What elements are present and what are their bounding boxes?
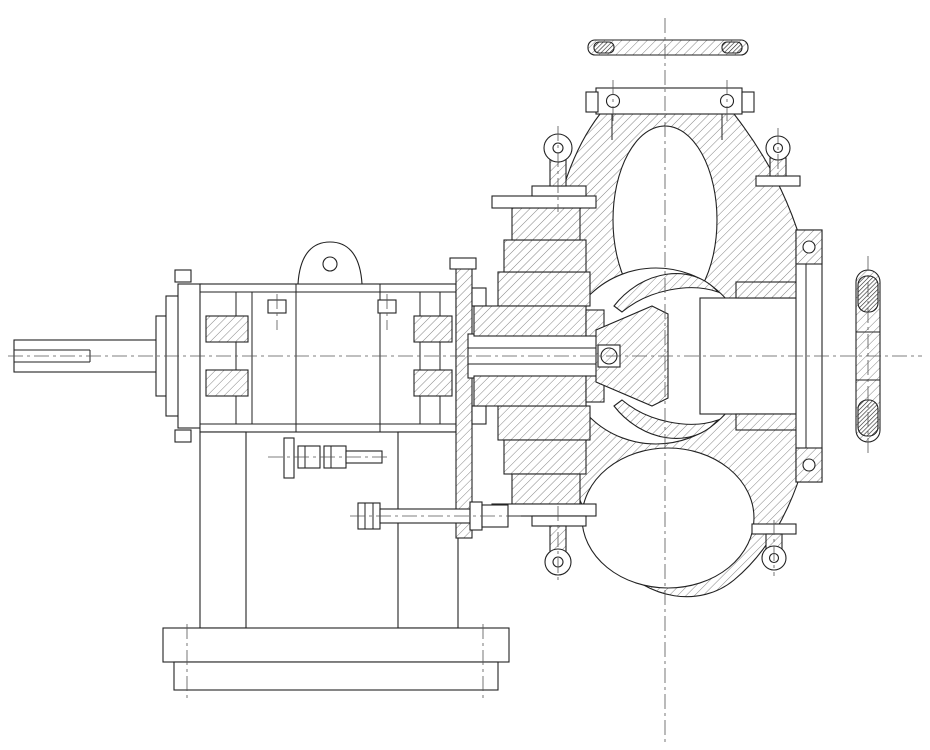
bearing-right-lower [413,369,453,397]
sleeve-shaft-lines [468,347,598,365]
suction-wall-lower [735,413,799,431]
bearing-right-upper [413,315,453,343]
gasket-body [587,39,749,56]
pedestal-base [162,627,510,691]
stuffing-box [467,305,605,407]
frame-plate-boss-top [471,287,487,307]
suction-flange-hub-bottom [795,447,823,483]
bearing-left-lower [205,369,249,397]
base-upper-plate [162,627,510,663]
seal-ring-lower-1 [497,405,591,441]
bearing-left-upper [205,315,249,343]
discharge-flange-end-left [585,91,599,113]
impeller-vane-upper [613,273,720,313]
frame-plate-bolt [449,257,477,270]
discharge-flange [585,87,755,115]
foot-bolt-centerlines [186,624,484,702]
clamp-base [755,175,801,187]
eyebolt-base [531,185,587,197]
adjusting-bracket [283,437,295,479]
gasket-end-right [721,41,743,54]
frame-body [199,283,457,433]
base-lower-plate [173,661,499,691]
centerlines [8,18,922,742]
frame-bolt-centerlines [276,294,388,330]
eyebolt-base [531,515,587,527]
lifting-lug-hole [322,256,338,272]
seal-ring-lower-2 [503,439,587,475]
discharge-neck-lines [611,114,723,140]
frame-plate-boss-bottom [471,405,487,425]
lower-volute-channel [581,447,755,589]
discharge-flange-end-right [741,91,755,113]
seal-ring-lower-3 [511,473,581,505]
impeller-vane-lower [613,399,720,439]
gland-plate-top [491,195,597,209]
seal-ring-upper-2 [503,239,587,273]
frame-inner-horizontals [200,291,456,425]
discharge-gasket [587,39,749,56]
packing-upper [473,305,587,337]
seal-housing [491,195,597,517]
discharge-bolt-centerlines [612,80,728,122]
bearing-frame [199,241,459,629]
volute-casing [545,113,813,598]
cover-bolt-top [174,269,192,283]
frame-leg-right [397,431,459,629]
cover-bolt-bottom [174,429,192,443]
frame-inner-verticals [235,284,441,432]
suction-wall-upper [735,281,799,299]
seal-ring-upper-3 [511,207,581,241]
frame-leg-left [199,431,247,629]
flange-bolt-hole-bottom [802,458,816,472]
suction-flange-hub-top [795,229,823,265]
seal-ring-upper-1 [497,271,591,307]
frame-plate-section [455,267,473,539]
flange-bolt-hole-top [802,240,816,254]
clamp-centerlines [773,128,779,576]
gasket-end-left [593,41,615,54]
packing-lower [473,375,587,407]
